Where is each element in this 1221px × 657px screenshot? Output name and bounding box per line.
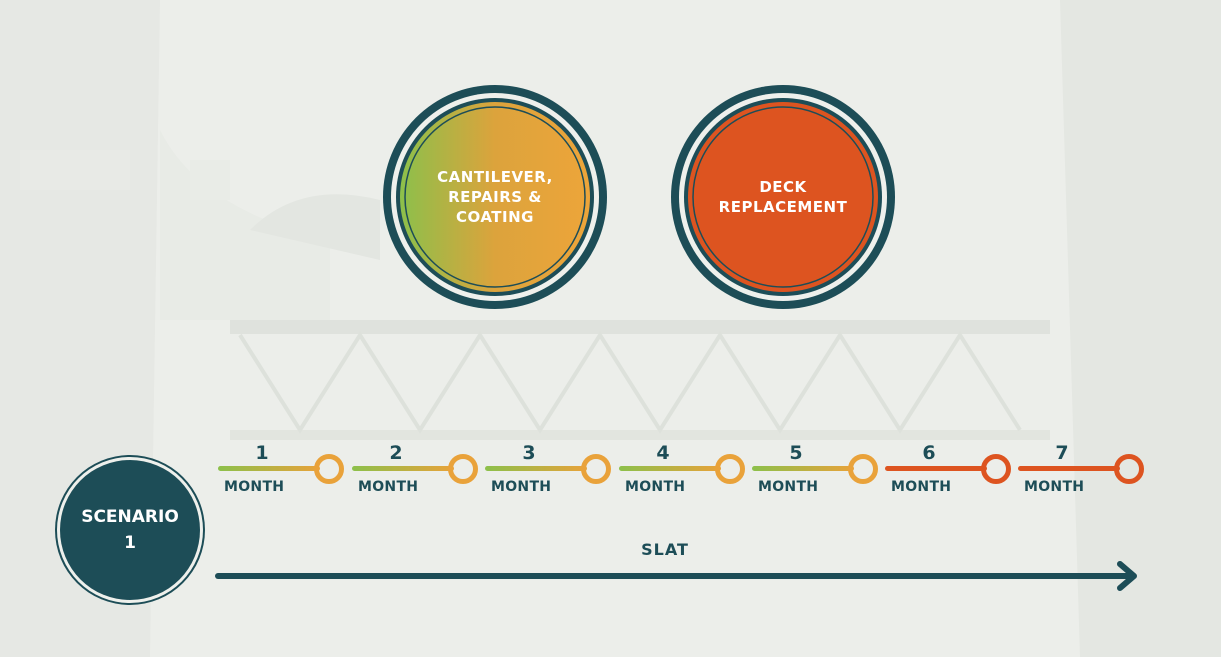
month-end-ring-icon [448,454,478,484]
month-end-ring-icon [715,454,745,484]
timeline-month-1: 1 MONTH [218,442,348,498]
month-number: 2 [386,442,406,464]
month-unit-label: MONTH [758,479,818,495]
month-number: 4 [653,442,673,464]
month-end-ring-icon [848,454,878,484]
timeline-month-2: 2 MONTH [352,442,482,498]
month-unit-label: MONTH [358,479,418,495]
month-bar [1018,466,1120,471]
month-number: 7 [1052,442,1072,464]
month-bar [352,466,454,471]
month-bar [885,466,987,471]
phase-circle-cantilever: CANTILEVER, REPAIRS & COATING [380,82,610,312]
month-bar [752,466,854,471]
phase-circle-deck: DECK REPLACEMENT [668,82,898,312]
timeline-month-7: 7 MONTH [1018,442,1148,498]
month-bar [218,466,320,471]
month-number: 6 [919,442,939,464]
month-unit-label: MONTH [224,479,284,495]
scenario-badge: SCENARIO 1 [60,460,200,600]
slat-arrow-icon [210,560,1145,592]
timeline-month-3: 3 MONTH [485,442,615,498]
month-bar [485,466,587,471]
timeline-month-5: 5 MONTH [752,442,882,498]
slat-label: SLAT [625,540,705,559]
month-number: 5 [786,442,806,464]
month-bar [619,466,721,471]
phase-label-deck: DECK REPLACEMENT [708,122,858,272]
month-unit-label: MONTH [491,479,551,495]
timeline-month-4: 4 MONTH [619,442,749,498]
month-unit-label: MONTH [1024,479,1084,495]
phase-label-cantilever: CANTILEVER, REPAIRS & COATING [420,122,570,272]
month-end-ring-icon [1114,454,1144,484]
month-unit-label: MONTH [625,479,685,495]
timeline-month-6: 6 MONTH [885,442,1015,498]
month-unit-label: MONTH [891,479,951,495]
month-end-ring-icon [314,454,344,484]
month-number: 3 [519,442,539,464]
month-number: 1 [252,442,272,464]
month-end-ring-icon [581,454,611,484]
month-end-ring-icon [981,454,1011,484]
